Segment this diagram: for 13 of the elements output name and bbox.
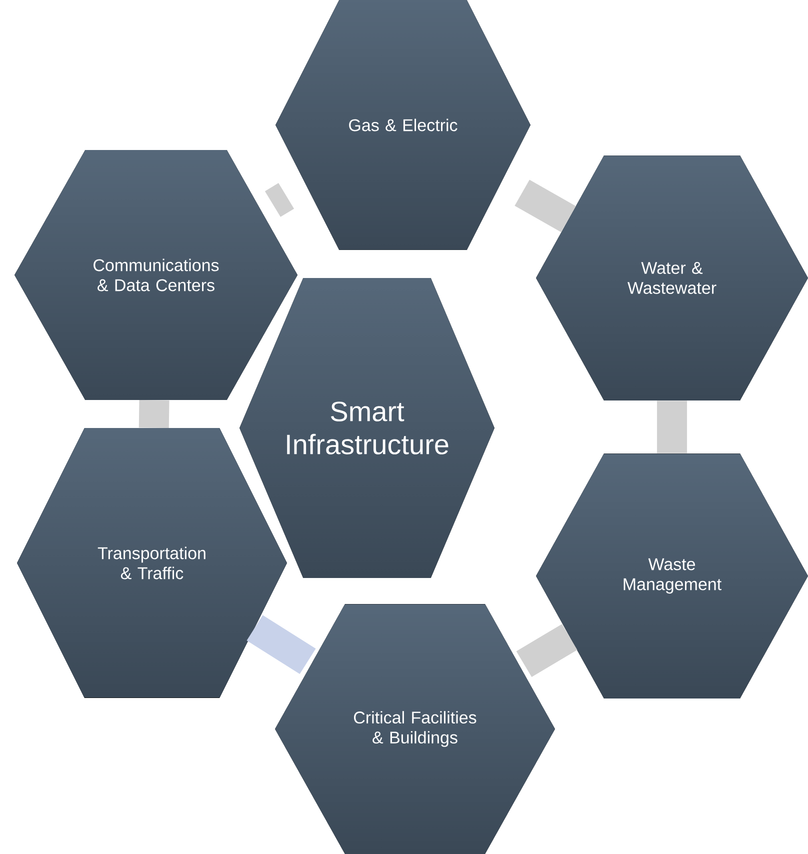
hexagon: Transportation & Traffic (17, 428, 287, 698)
connector-band (514, 180, 576, 232)
connector-band (138, 400, 170, 428)
hexagon: Water & Wastewater (536, 156, 808, 400)
hexagon: Communications & Data Centers (14, 150, 298, 400)
connector-band (657, 400, 687, 454)
connector-band (516, 624, 578, 677)
connector-band (246, 615, 316, 674)
connector-band (264, 183, 294, 217)
hexagon: Critical Facilities & Buildings (275, 604, 555, 854)
hexagon: Waste Management (536, 454, 808, 698)
hexagon: Gas & Electric (276, 0, 530, 250)
hexagon: Smart Infrastructure (240, 278, 494, 578)
